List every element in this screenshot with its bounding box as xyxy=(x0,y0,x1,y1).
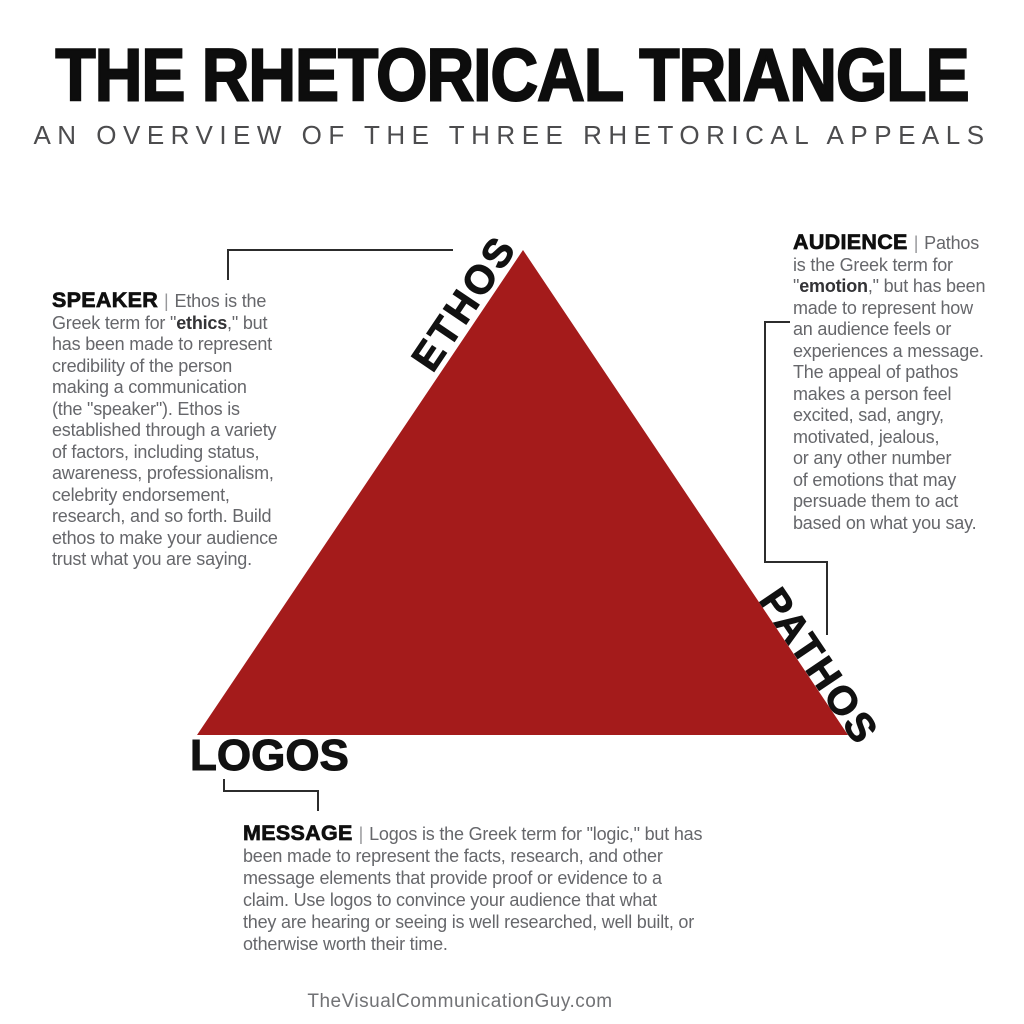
message-label: MESSAGE xyxy=(243,821,353,845)
website-credit: TheVisualCommunicationGuy.com xyxy=(307,991,613,1012)
speaker-keyword: ethics xyxy=(176,312,228,333)
speaker-text: Ethos is the Greek term for " xyxy=(52,291,267,333)
audience-description: AUDIENCE|Pathos is the Greek term for "e… xyxy=(793,230,1024,534)
separator-bar: | xyxy=(164,291,169,311)
message-description: MESSAGE|Logos is the Greek term for "log… xyxy=(243,822,803,955)
speaker-text-continued: ," but has been made to represent credib… xyxy=(52,312,278,570)
separator-bar: | xyxy=(358,824,364,844)
page-subtitle: AN OVERVIEW OF THE THREE RHETORICAL APPE… xyxy=(33,120,991,150)
page-title: THE RHETORICAL TRIANGLE xyxy=(54,33,970,117)
audience-label: AUDIENCE xyxy=(793,230,908,254)
message-text: Logos is the Greek term for "logic," but… xyxy=(243,824,703,954)
connector-ethos-to-speaker xyxy=(227,249,453,280)
speaker-description: SPEAKER|Ethos is the Greek term for "eth… xyxy=(52,288,352,571)
speaker-label: SPEAKER xyxy=(52,288,159,312)
audience-keyword: emotion xyxy=(799,276,868,296)
separator-bar: | xyxy=(913,233,919,253)
audience-text: Pathos is the Greek term for " xyxy=(793,233,980,296)
header: THE RHETORICAL TRIANGLE AN OVERVIEW OF T… xyxy=(0,33,1024,151)
connector-logos-to-message xyxy=(223,779,319,811)
audience-text-continued: ," but has been made to represent how an… xyxy=(793,276,986,533)
connector-audience-to-pathos xyxy=(764,321,828,635)
vertex-label-logos: LOGOS xyxy=(190,731,350,781)
rhetorical-triangle-shape xyxy=(197,250,848,735)
